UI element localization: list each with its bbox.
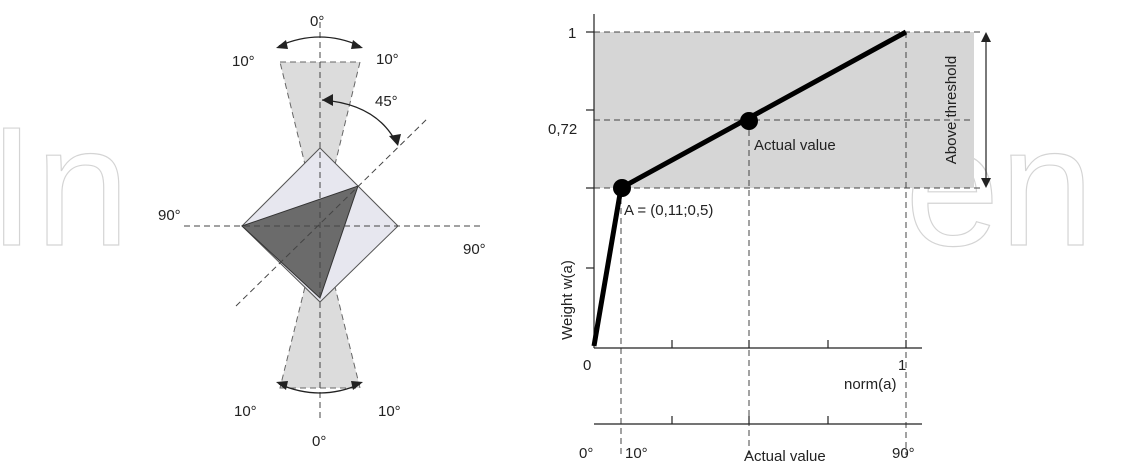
bottom-angle-label: 0° xyxy=(312,433,326,450)
y-tick-label-072: 0,72 xyxy=(548,121,577,138)
bottom-arc xyxy=(278,383,361,394)
top-arc-arrow-left xyxy=(276,40,288,49)
threshold-region xyxy=(594,32,974,188)
orientation-diagram: 0° 0° 10° 10° 10° 10° 45° 90° 90° xyxy=(158,13,486,450)
weight-chart: 1 0,72 Weight w(a) 0 1 norm(a) A = (0,11… xyxy=(548,14,991,465)
actual-value-point-label: Actual value xyxy=(754,137,836,154)
bottom-left-angle-label: 10° xyxy=(234,403,257,420)
point-a-label: A = (0,11;0,5) xyxy=(624,202,713,219)
watermark-left-text: In xyxy=(0,92,130,282)
threshold-arrow-down xyxy=(981,178,991,188)
right-angle-label: 90° xyxy=(463,241,486,258)
secondary-tick-0: 0° xyxy=(579,445,593,462)
y-tick-label-1: 1 xyxy=(568,25,576,42)
rotation-arrow-end xyxy=(389,134,401,146)
rotation-arrow-start xyxy=(322,94,333,106)
point-a-marker xyxy=(613,179,631,197)
top-angle-label: 0° xyxy=(310,13,324,30)
top-right-angle-label: 10° xyxy=(376,51,399,68)
actual-value-marker xyxy=(740,112,758,130)
secondary-tick-90: 90° xyxy=(892,445,915,462)
bottom-arc-arrow-right xyxy=(351,381,363,390)
diagonal-axis xyxy=(235,117,429,307)
y-axis-label: Weight w(a) xyxy=(559,260,576,340)
rotation-angle-label: 45° xyxy=(375,93,398,110)
left-angle-label: 90° xyxy=(158,207,181,224)
x-end-label: 1 xyxy=(898,357,906,374)
bottom-right-angle-label: 10° xyxy=(378,403,401,420)
secondary-tick-10: 10° xyxy=(625,445,648,462)
bottom-arc-arrow-left xyxy=(276,381,288,390)
top-left-angle-label: 10° xyxy=(232,53,255,70)
threshold-label: Above threshold xyxy=(943,56,960,164)
origin-label: 0 xyxy=(583,357,591,374)
threshold-arrow-up xyxy=(981,32,991,42)
top-arc xyxy=(278,36,361,47)
secondary-axis-title: Actual value xyxy=(744,448,826,465)
top-arc-arrow-right xyxy=(351,40,363,49)
x-axis-label: norm(a) xyxy=(844,376,897,393)
